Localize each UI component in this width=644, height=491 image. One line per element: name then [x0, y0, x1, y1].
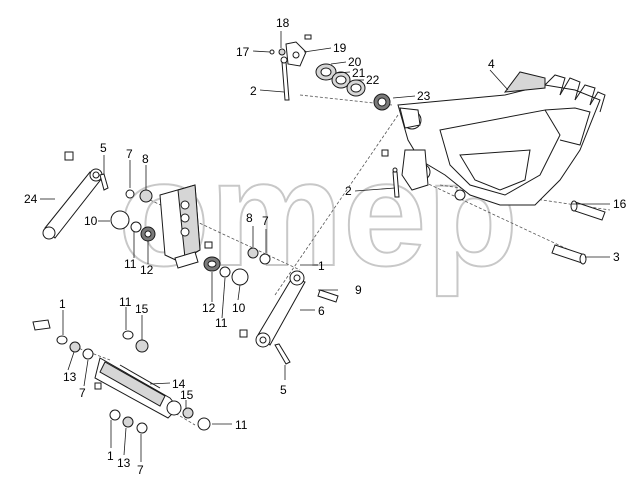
callout-8-top: 8 [142, 152, 149, 166]
callout-10-mid: 10 [232, 301, 246, 315]
callout-3: 3 [613, 250, 620, 264]
callout-5-top: 5 [100, 141, 107, 155]
callout-15-bottom: 15 [180, 388, 194, 402]
callout-14: 14 [172, 377, 186, 391]
callout-13-bottom: 13 [117, 456, 131, 470]
callout-12-mid: 12 [202, 301, 216, 315]
callout-2-top: 2 [250, 84, 257, 98]
callout-11-left: 11 [124, 257, 137, 271]
callout-5-bottom: 5 [280, 383, 287, 397]
leader-lines [40, 31, 610, 462]
callout-12-left: 12 [140, 263, 154, 277]
callout-10-left: 10 [84, 214, 98, 228]
callout-20: 20 [348, 55, 362, 69]
link-6 [239, 270, 339, 365]
callout-7-top: 7 [126, 147, 133, 161]
callout-6: 6 [318, 304, 325, 318]
top-cluster [269, 34, 400, 198]
callout-11-mid: 11 [215, 316, 228, 330]
callout-1-mid: 1 [318, 259, 325, 273]
bushings-left [110, 189, 156, 242]
pin-16 [570, 200, 606, 221]
callout-22: 22 [366, 73, 380, 87]
callout-1-bottom: 1 [107, 449, 114, 463]
cylinder-14 [32, 319, 211, 434]
callout-2-mid: 2 [345, 184, 352, 198]
callout-11-right: 11 [235, 418, 248, 432]
callout-15-top: 15 [135, 302, 149, 316]
link-24 [42, 151, 109, 240]
callout-8-mid: 8 [246, 211, 253, 225]
callout-13-left: 13 [63, 370, 77, 384]
callout-7-mid: 7 [262, 214, 269, 228]
callout-4: 4 [488, 57, 495, 71]
callout-17: 17 [236, 45, 250, 59]
callout-24: 24 [24, 192, 38, 206]
callout-19: 19 [333, 41, 347, 55]
callout-23: 23 [417, 89, 431, 103]
callout-16: 16 [613, 197, 627, 211]
callout-9: 9 [355, 283, 362, 297]
callout-7-cyl: 7 [79, 386, 86, 400]
callout-18: 18 [276, 16, 290, 30]
rocker [159, 184, 213, 269]
bushings-mid [203, 247, 271, 286]
bucket [397, 71, 606, 206]
callout-1-left: 1 [59, 297, 66, 311]
callout-7-bottom: 7 [137, 463, 144, 477]
callout-11-cyl: 11 [119, 295, 132, 309]
callouts: 18 17 19 2 20 21 22 23 4 5 7 8 24 10 11 … [24, 16, 627, 477]
pin-3 [551, 244, 587, 265]
callout-21: 21 [352, 66, 366, 80]
